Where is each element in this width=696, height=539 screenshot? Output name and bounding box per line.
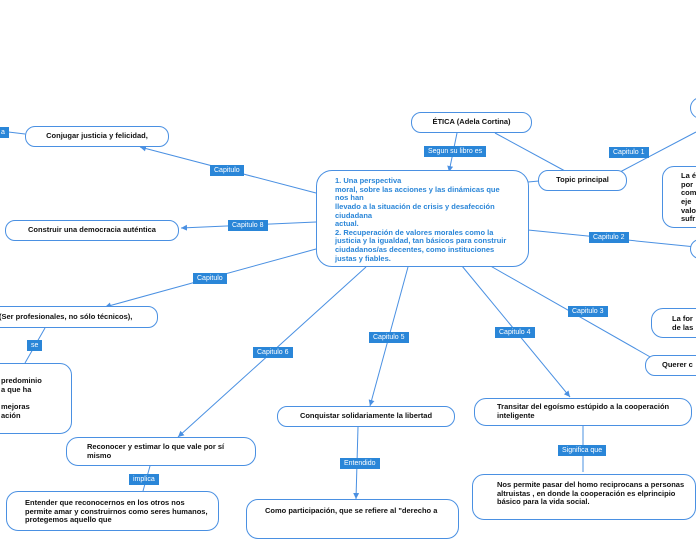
edge-center-querer xyxy=(479,259,653,359)
edge-center-topic xyxy=(527,180,540,183)
node-profesionales[interactable]: (Ser profesionales, no sólo técnicos), xyxy=(0,306,158,328)
label-se: se xyxy=(27,340,43,351)
node-cooperacion[interactable]: Nos permite pasar del homo reciprocans a… xyxy=(472,474,696,520)
node-central-topic[interactable]: 1. Una perspectiva moral, sobre las acci… xyxy=(316,170,529,267)
node-entender[interactable]: Entender que reconocernos en los otros n… xyxy=(6,491,219,531)
node-forma[interactable]: La for de las xyxy=(651,308,696,338)
node-topic-principal[interactable]: Topic principal xyxy=(538,170,627,191)
label-capitulo-8: Capitulo 8 xyxy=(228,220,268,231)
label-capitulo-mid: Capitulo xyxy=(193,273,227,284)
node-predominio[interactable]: predominio a que ha mejoras ación xyxy=(0,363,72,434)
node-conquistar-libertad[interactable]: Conquistar solidariamente la libertad xyxy=(277,406,455,427)
label-segun-su-libro: Segun su libro es xyxy=(424,146,487,157)
node-etica-right[interactable]: La é por com eje valo sufr xyxy=(662,166,696,228)
node-conjugar-justicia[interactable]: Conjugar justicia y felicidad, xyxy=(25,126,169,147)
edge-etica-topic xyxy=(494,132,566,172)
node-reconocer[interactable]: Reconocer y estimar lo que vale por sí m… xyxy=(66,437,256,466)
label-capitulo-1: Capitulo 1 xyxy=(609,147,649,158)
label-entendido: Entendido xyxy=(340,458,380,469)
node-etica[interactable]: ÉTICA (Adela Cortina) xyxy=(411,112,532,133)
label-capitulo-2: Capitulo 2 xyxy=(589,232,629,243)
label-capitulo-4: Capitulo 4 xyxy=(495,327,535,338)
label-implica: implica xyxy=(129,474,159,485)
node-querer[interactable]: Querer c xyxy=(645,355,696,376)
node-democracia-autentica[interactable]: Construir una democracia auténtica xyxy=(5,220,179,241)
label-capitulo-6: Capitulo 6 xyxy=(253,347,293,358)
label-capitulo-top: Capitulo xyxy=(210,165,244,176)
label-significa-que: Significa que xyxy=(558,445,607,456)
node-transitar[interactable]: Transitar del egoísmo estúpido a la coop… xyxy=(474,398,692,426)
node-participacion[interactable]: Como participación, que se refiere al "d… xyxy=(246,499,459,539)
edge-topic-cap1 xyxy=(619,131,696,173)
label-capitulo-3: Capitulo 3 xyxy=(568,306,608,317)
label-left-partial: a xyxy=(0,127,9,138)
label-capitulo-5: Capitulo 5 xyxy=(369,332,409,343)
